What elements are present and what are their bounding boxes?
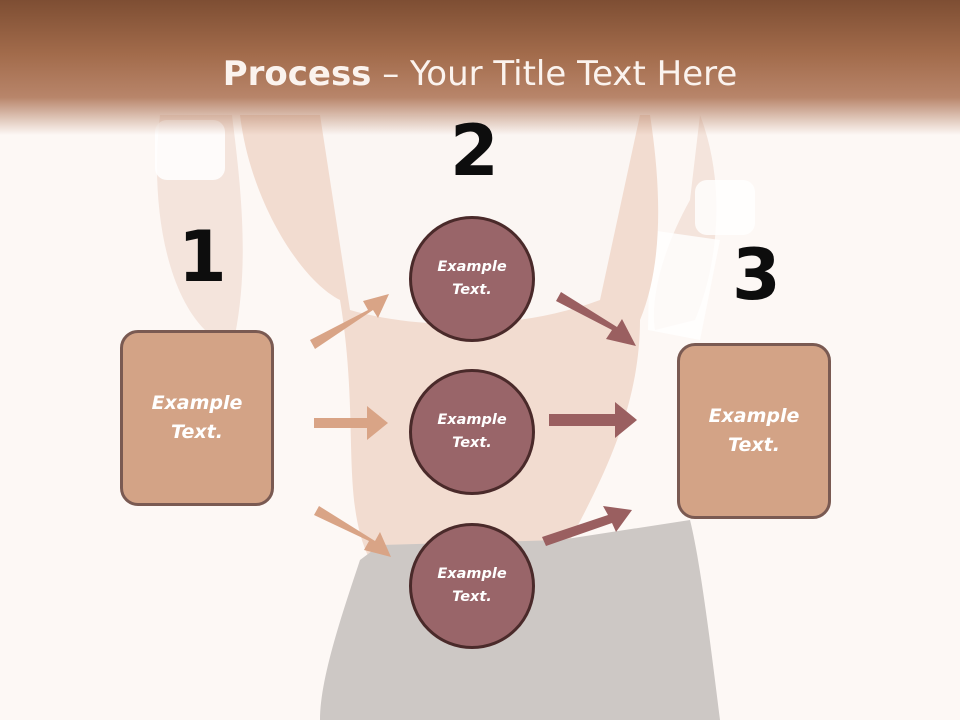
circle-top[interactable]: Example Text. (409, 216, 535, 342)
circle-middle[interactable]: Example Text. (409, 369, 535, 495)
title-bar: Process – Your Title Text Here (0, 0, 960, 135)
circle-bottom-text: Example Text. (437, 566, 507, 605)
title-rest: – Your Title Text Here (371, 54, 738, 94)
right-box[interactable]: Example Text. (677, 343, 831, 519)
step-number-3: 3 (732, 234, 781, 316)
circle-bottom[interactable]: Example Text. (409, 523, 535, 649)
left-box[interactable]: Example Text. (120, 330, 274, 506)
circle-middle-text: Example Text. (437, 412, 507, 451)
left-box-text: Example Text. (151, 392, 243, 443)
step-number-1: 1 (178, 216, 227, 298)
title-bold: Process (222, 54, 372, 94)
circle-top-text: Example Text. (437, 259, 507, 298)
slide-title: Process – Your Title Text Here (0, 54, 960, 94)
step-number-2: 2 (450, 110, 499, 192)
right-box-text: Example Text. (708, 405, 800, 456)
